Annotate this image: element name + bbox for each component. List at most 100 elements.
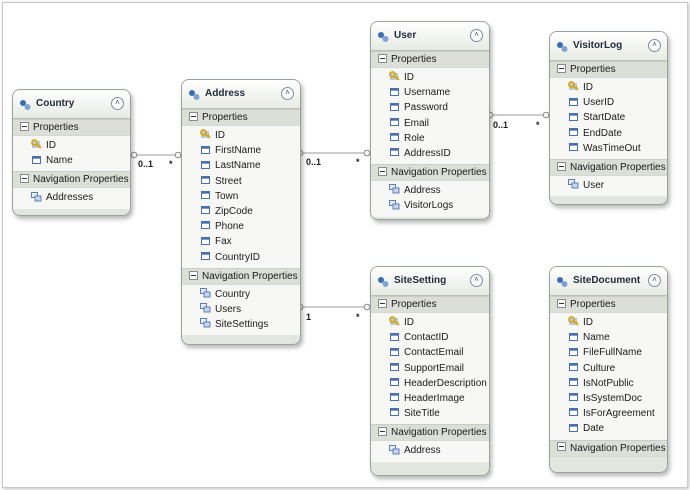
collapse-section-icon[interactable] — [378, 427, 387, 437]
property-name: SiteTitle — [404, 408, 440, 420]
property-icon — [568, 332, 579, 342]
entity-header[interactable]: SiteDocument˄ — [550, 267, 667, 296]
navigation-section-header[interactable]: Navigation Properties — [550, 158, 667, 176]
key-property[interactable]: ID — [371, 70, 489, 85]
navigation-list: User — [550, 175, 667, 197]
key-property[interactable]: ID — [371, 315, 489, 330]
scalar-property[interactable]: IsNotPublic — [550, 376, 667, 391]
scalar-property[interactable]: EndDate — [550, 126, 667, 141]
scalar-property[interactable]: SiteTitle — [371, 406, 489, 421]
key-property[interactable]: ID — [13, 138, 130, 153]
navigation-section-header[interactable]: Navigation Properties — [182, 267, 300, 285]
navigation-section-header[interactable]: Navigation Properties — [550, 439, 667, 457]
key-property[interactable]: ID — [550, 80, 667, 95]
scalar-property[interactable]: CountryID — [182, 250, 300, 265]
entity-header[interactable]: Country˄ — [13, 90, 130, 119]
scalar-property[interactable]: Date — [550, 421, 667, 436]
scalar-property[interactable]: Name — [13, 153, 130, 168]
entity-header[interactable]: VisitorLog˄ — [550, 32, 667, 61]
collapse-section-icon[interactable] — [189, 111, 198, 121]
property-name: ID — [46, 140, 56, 151]
entity-header[interactable]: SiteSetting˄ — [371, 267, 489, 296]
scalar-property[interactable]: HeaderDescription — [371, 376, 489, 391]
scalar-property[interactable]: ZipCode — [182, 204, 300, 219]
properties-section-header[interactable]: Properties — [13, 119, 130, 136]
properties-section-header[interactable]: Properties — [371, 51, 489, 68]
scalar-property[interactable]: FileFullName — [550, 345, 667, 360]
entity-header[interactable]: User ˄ — [371, 22, 489, 51]
scalar-property[interactable]: HeaderImage — [371, 391, 489, 406]
collapse-section-icon[interactable] — [557, 298, 566, 308]
property-icon — [389, 377, 400, 387]
navigation-section-header[interactable]: Navigation Properties — [371, 164, 489, 182]
navigation-property[interactable]: VisitorLogs — [371, 198, 489, 213]
scalar-property[interactable]: SupportEmail — [371, 361, 489, 376]
scalar-property[interactable]: Role — [371, 131, 489, 146]
navigation-section-header[interactable]: Navigation Properties — [13, 171, 130, 189]
scalar-property[interactable]: Town — [182, 189, 300, 204]
entity-title: User — [394, 30, 417, 41]
key-property[interactable]: ID — [550, 315, 667, 330]
collapse-icon[interactable]: ˄ — [648, 39, 661, 52]
scalar-property[interactable]: AddressID — [371, 146, 489, 161]
scalar-property[interactable]: IsForAgreement — [550, 406, 667, 421]
key-property[interactable]: ID — [182, 128, 300, 143]
multiplicity-label: 0..1 — [493, 120, 509, 130]
scalar-property[interactable]: Phone — [182, 219, 300, 234]
navigation-property[interactable]: Country — [182, 287, 300, 302]
scalar-property[interactable]: FirstName — [182, 143, 300, 158]
collapse-section-icon[interactable] — [378, 53, 387, 63]
properties-section-header[interactable]: Properties — [371, 296, 489, 313]
scalar-property[interactable]: Email — [371, 116, 489, 131]
collapse-section-icon[interactable] — [557, 63, 566, 73]
collapse-icon[interactable]: ˄ — [470, 29, 483, 42]
scalar-property[interactable]: ContactEmail — [371, 345, 489, 360]
scalar-property[interactable]: Username — [371, 85, 489, 100]
collapse-icon[interactable]: ˄ — [648, 274, 661, 287]
scalar-property[interactable]: Fax — [182, 234, 300, 249]
properties-section-header[interactable]: Properties — [182, 109, 300, 126]
navigation-property[interactable]: Users — [182, 302, 300, 317]
navigation-property[interactable]: Address — [371, 183, 489, 198]
collapse-section-icon[interactable] — [378, 166, 387, 176]
collapse-section-icon[interactable] — [378, 298, 387, 308]
collapse-section-icon[interactable] — [557, 442, 566, 452]
scalar-property[interactable]: Name — [550, 330, 667, 345]
scalar-property[interactable]: IsSystemDoc — [550, 391, 667, 406]
property-name: ContactID — [404, 332, 449, 344]
property-icon — [389, 132, 400, 142]
properties-section-header[interactable]: Properties — [550, 61, 667, 78]
collapse-section-icon[interactable] — [20, 121, 29, 131]
section-label: Properties — [570, 299, 616, 310]
navigation-section-header[interactable]: Navigation Properties — [371, 424, 489, 442]
scalar-property[interactable]: UserID — [550, 95, 667, 110]
navigation-property[interactable]: Addresses — [13, 190, 130, 205]
scalar-property[interactable]: Street — [182, 174, 300, 189]
scalar-property[interactable]: LastName — [182, 158, 300, 173]
collapse-icon[interactable]: ˄ — [281, 87, 294, 100]
entity-header[interactable]: Address˄ — [182, 80, 300, 109]
collapse-icon[interactable]: ˄ — [470, 274, 483, 287]
navigation-property[interactable]: SiteSettings — [182, 317, 300, 332]
scalar-property[interactable]: StartDate — [550, 110, 667, 125]
entity-type-icon — [19, 99, 31, 111]
scalar-property[interactable]: Password — [371, 100, 489, 115]
scalar-property[interactable]: ContactID — [371, 330, 489, 345]
navigation-property[interactable]: Address — [371, 443, 489, 458]
properties-section-header[interactable]: Properties — [550, 296, 667, 313]
collapse-section-icon[interactable] — [557, 161, 566, 171]
collapse-section-icon[interactable] — [20, 174, 29, 184]
scalar-property[interactable]: Culture — [550, 361, 667, 376]
scalar-property[interactable]: WasTimeOut — [550, 141, 667, 156]
collapse-icon[interactable]: ˄ — [111, 97, 124, 110]
navigation-property[interactable]: User — [550, 178, 667, 193]
collapse-section-icon[interactable] — [189, 270, 198, 280]
